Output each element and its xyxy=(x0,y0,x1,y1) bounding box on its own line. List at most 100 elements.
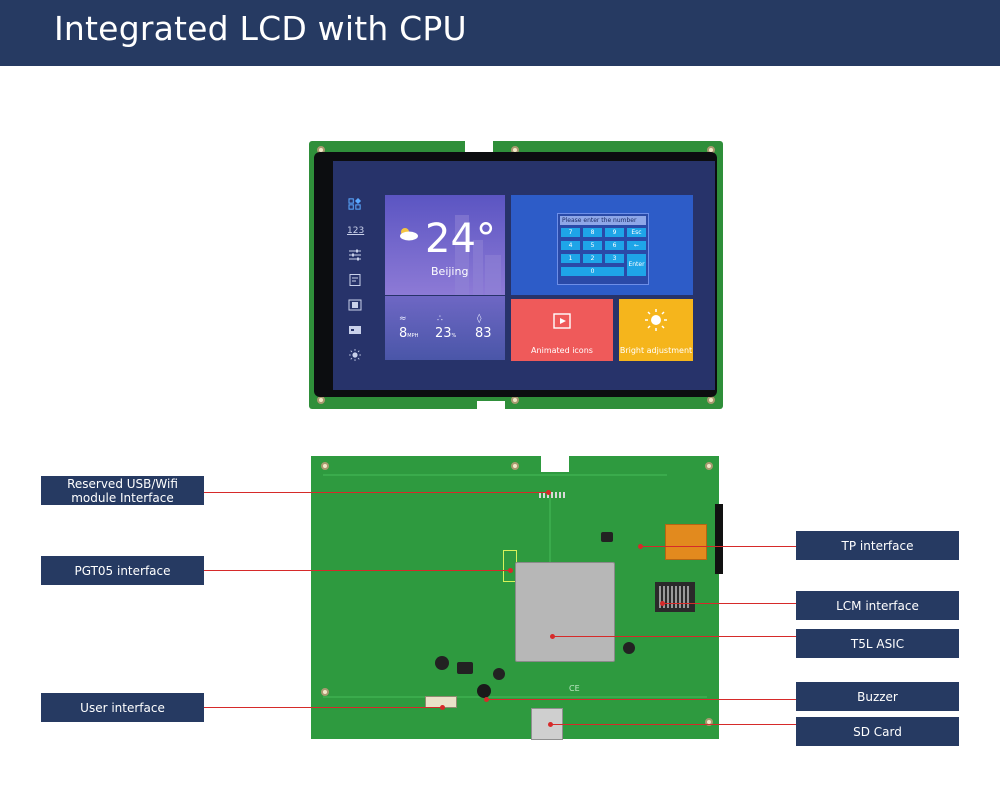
skyline xyxy=(473,240,483,295)
grid-icon xyxy=(348,198,362,210)
callout-user-interface: User interface xyxy=(41,693,204,722)
humidity-value: 83 xyxy=(475,326,492,341)
lcm-connector xyxy=(655,582,695,612)
sun-icon xyxy=(349,349,361,361)
leader-dot xyxy=(548,722,553,727)
pcb-trace xyxy=(323,474,667,476)
key-2: 2 xyxy=(583,254,602,263)
pcb-trace xyxy=(323,696,707,698)
callout-pgt05: PGT05 interface xyxy=(41,556,204,585)
page-header: Integrated LCD with CPU xyxy=(0,0,1000,66)
page-title: Integrated LCD with CPU xyxy=(54,9,467,48)
smd-component xyxy=(601,532,613,542)
tp-connector xyxy=(665,524,707,560)
mount-hole xyxy=(511,462,519,470)
keypad-panel: Please enter the number 7 8 9 Esc 4 5 6 … xyxy=(557,213,649,285)
leader-buzzer xyxy=(486,699,796,700)
leader-user-interface xyxy=(204,707,442,708)
wind-icon: ≈ xyxy=(399,314,407,324)
leader-dot xyxy=(638,544,643,549)
bright-adjustment-tile: Bright adjustment xyxy=(619,299,693,361)
board-notch xyxy=(465,141,493,155)
front-board: 123 xyxy=(309,141,723,409)
city-name: Beijing xyxy=(431,265,469,278)
callout-t5l-asic: T5L ASIC xyxy=(796,629,959,658)
leader-dot xyxy=(484,697,489,702)
lcd-bezel: 123 xyxy=(314,152,717,397)
key-backspace: ← xyxy=(627,241,646,250)
leader-dot xyxy=(660,601,665,606)
wind-value: 8MPH xyxy=(399,326,419,341)
ce-mark: CE xyxy=(569,684,580,693)
capacitor xyxy=(493,668,505,680)
callout-buzzer: Buzzer xyxy=(796,682,959,711)
weather-tile: 24° Beijing xyxy=(385,195,505,295)
mount-hole xyxy=(321,688,329,696)
leader-t5l-asic xyxy=(552,636,796,637)
snow-icon: ∴ xyxy=(437,314,443,324)
leader-sd-card xyxy=(550,724,796,725)
key-enter: Enter xyxy=(627,254,646,276)
mount-hole xyxy=(511,396,519,404)
buzzer-component xyxy=(477,684,491,698)
callout-sd-card: SD Card xyxy=(796,717,959,746)
key-6: 6 xyxy=(605,241,624,250)
t5l-asic-chip xyxy=(515,562,615,662)
key-esc: Esc xyxy=(627,228,646,237)
mount-hole xyxy=(317,396,325,404)
leader-pgt05 xyxy=(204,570,510,571)
mount-hole xyxy=(321,462,329,470)
key-0: 0 xyxy=(561,267,624,276)
callout-tp-interface: TP interface xyxy=(796,531,959,560)
mount-hole xyxy=(705,718,713,726)
number-tab: 123 xyxy=(347,226,365,236)
droplet-icon: ◊ xyxy=(477,314,482,324)
capacitor xyxy=(435,656,449,670)
bright-adjustment-label: Bright adjustment xyxy=(619,346,693,355)
animated-icons-tile: Animated icons xyxy=(511,299,613,361)
edge-connector xyxy=(715,504,723,574)
leader-dot xyxy=(550,634,555,639)
key-9: 9 xyxy=(605,228,624,237)
board-notch-bottom xyxy=(477,401,505,409)
board-notch xyxy=(541,456,569,472)
screen-side-tabs: 123 xyxy=(333,161,383,390)
keypad-prompt: Please enter the number xyxy=(560,216,646,225)
capacitor xyxy=(623,642,635,654)
card-icon xyxy=(349,326,361,334)
temperature-value: 24° xyxy=(425,216,496,262)
key-8: 8 xyxy=(583,228,602,237)
leader-dot xyxy=(440,705,445,710)
brightness-icon xyxy=(645,309,667,331)
partly-cloudy-icon xyxy=(400,228,418,241)
sliders-icon xyxy=(349,249,361,261)
lcm-pins xyxy=(659,586,691,608)
animated-icons-label: Animated icons xyxy=(531,346,593,355)
weather-stats-tile: ≈ 8MPH ∴ 23% ◊ 83 xyxy=(385,296,505,360)
video-icon xyxy=(553,313,571,329)
document-icon xyxy=(349,274,361,286)
keypad-tile: Please enter the number 7 8 9 Esc 4 5 6 … xyxy=(511,195,693,295)
lcd-screen: 123 xyxy=(333,161,715,390)
leader-dot xyxy=(508,568,513,573)
leader-usb-wifi xyxy=(204,492,548,493)
leader-lcm-interface xyxy=(662,603,796,604)
callout-lcm-interface: LCM interface xyxy=(796,591,959,620)
skyline xyxy=(455,215,469,295)
key-3: 3 xyxy=(605,254,624,263)
key-1: 1 xyxy=(561,254,580,263)
leader-tp-interface xyxy=(640,546,796,547)
key-7: 7 xyxy=(561,228,580,237)
mount-hole xyxy=(707,396,715,404)
key-4: 4 xyxy=(561,241,580,250)
leader-dot xyxy=(546,490,551,495)
pcb-trace xyxy=(549,496,551,562)
mount-hole xyxy=(705,462,713,470)
skyline xyxy=(485,255,501,295)
regulator-chip xyxy=(457,662,473,674)
key-5: 5 xyxy=(583,241,602,250)
usb-wifi-pins xyxy=(539,492,565,498)
film-icon xyxy=(348,299,362,311)
back-board: CE xyxy=(311,456,723,740)
callout-usb-wifi: Reserved USB/Wifi module Interface xyxy=(41,476,204,505)
